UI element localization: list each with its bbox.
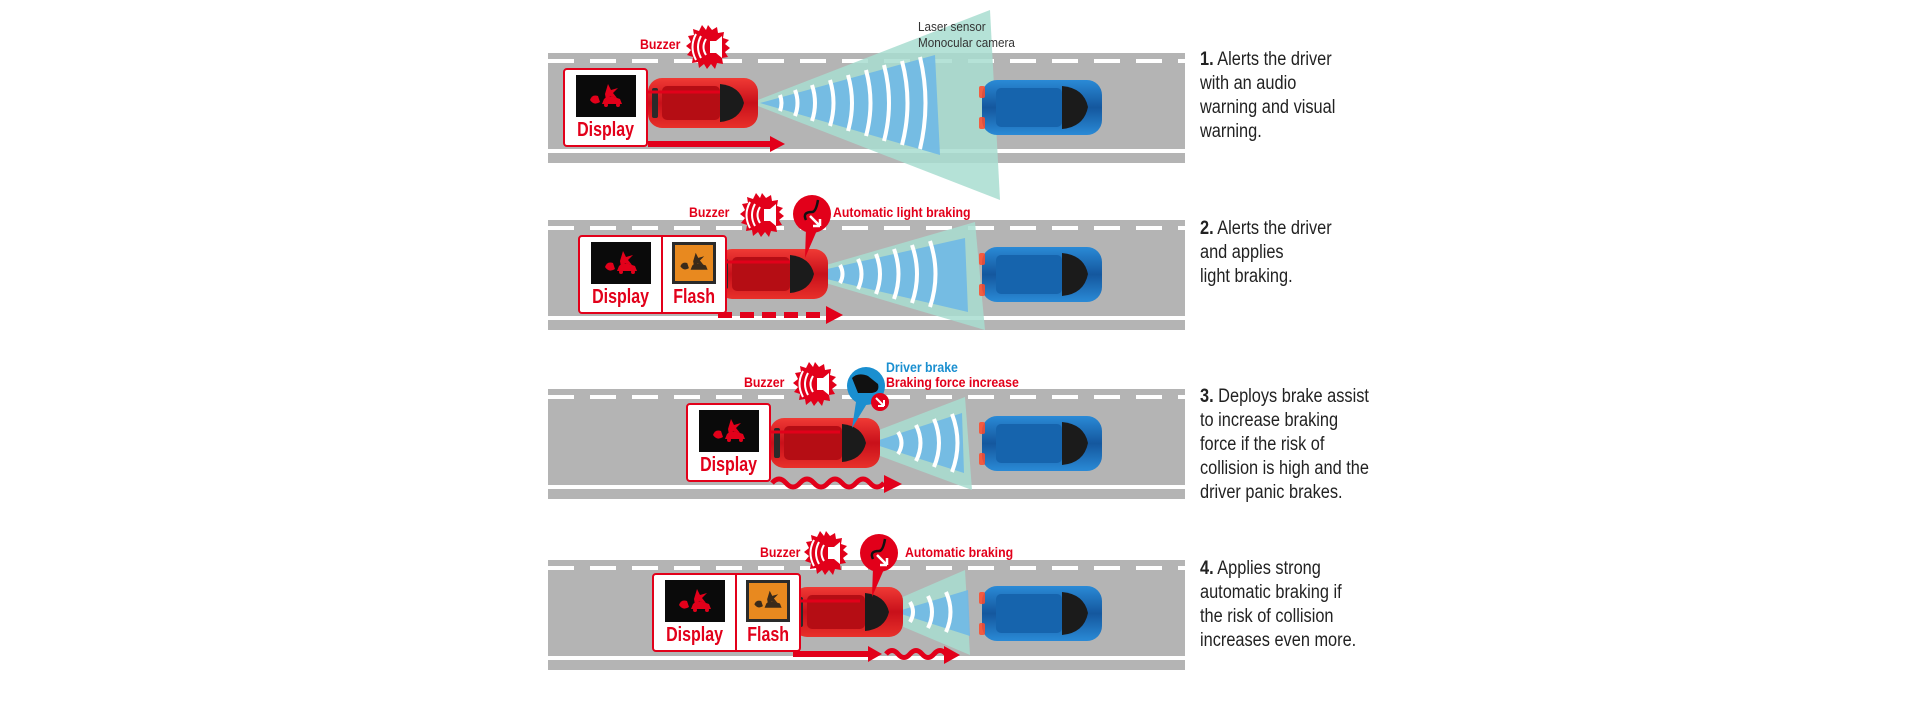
lane-dashes: [548, 566, 1185, 570]
desc-line: automatic braking if: [1200, 582, 1342, 603]
display-label: Display: [666, 624, 724, 646]
desc-line: Alerts the driver: [1217, 49, 1332, 70]
sensor-label-camera: Monocular camera: [918, 35, 1015, 50]
automatic-braking-label: Automatic braking: [905, 544, 1014, 560]
collision-warning-icon: [575, 75, 636, 117]
brake-pedal-icon: [791, 193, 833, 235]
motion-arrow-solid: [648, 136, 785, 152]
own-car-step-4: [793, 587, 903, 637]
buzzer-icon: [685, 24, 731, 70]
callout-pointer: [805, 228, 818, 258]
desc-line: Alerts the driver: [1217, 218, 1332, 239]
desc-line: to increase braking: [1200, 410, 1339, 431]
step-number: 1.: [1200, 49, 1214, 70]
desc-line: with an audio: [1200, 73, 1297, 94]
flash-cell: Flash: [661, 237, 725, 312]
lead-car-step-3: [979, 416, 1102, 471]
display-label: Display: [577, 119, 635, 141]
display-label: Display: [592, 286, 650, 308]
own-car-step-1: [648, 78, 758, 128]
flash-label: Flash: [673, 286, 716, 308]
desc-line: collision is high and the: [1200, 458, 1369, 479]
collision-flash-icon: [672, 242, 717, 284]
own-car-step-3: [770, 418, 880, 468]
display-cell: Display: [580, 237, 661, 312]
buzzer-label: Buzzer: [640, 36, 681, 52]
dashboard-panel-step-4: Display Flash: [652, 573, 802, 652]
motion-arrow-solid-then-wavy: [793, 646, 960, 664]
collision-flash-icon: [746, 580, 791, 622]
desc-line: light braking.: [1200, 266, 1293, 287]
brake-force-arrow-icon: [871, 393, 889, 411]
desc-line: Applies strong: [1217, 558, 1321, 579]
lane-dashes: [548, 226, 1185, 230]
road-edge-line: [548, 316, 1185, 320]
buzzer-label: Buzzer: [689, 204, 730, 220]
braking-force-increase-label: Braking force increase: [886, 374, 1019, 390]
radar-waves-step-1: [760, 55, 940, 155]
brake-pedal-icon: [858, 532, 900, 574]
desc-line: increases even more.: [1200, 630, 1357, 651]
driver-brake-label: Driver brake: [886, 359, 958, 375]
display-label: Display: [700, 454, 758, 476]
step-number: 2.: [1200, 218, 1214, 239]
flash-cell: Flash: [735, 575, 799, 650]
desc-line: warning and visual: [1200, 97, 1336, 118]
road-edge-line: [548, 656, 1185, 660]
desc-line: the risk of collision: [1200, 606, 1334, 627]
step-description-4: 4. Applies strong automatic braking if t…: [1200, 557, 1406, 653]
buzzer-icon: [792, 361, 838, 407]
collision-warning-icon: [664, 580, 725, 622]
step-description-2: 2. Alerts the driver and applies light b…: [1200, 217, 1406, 289]
lead-car-step-1: [979, 80, 1102, 135]
step-number: 3.: [1200, 386, 1214, 407]
dashboard-panel-step-3: Display: [686, 403, 772, 482]
motion-arrow-wavy: [770, 475, 902, 493]
step-number: 4.: [1200, 558, 1214, 579]
desc-line: driver panic brakes.: [1200, 482, 1343, 503]
road-edge-line: [548, 149, 1185, 153]
callout-pointer: [872, 567, 885, 597]
desc-line: Deploys brake assist: [1218, 386, 1369, 407]
radar-waves-step-2: [805, 238, 968, 312]
step-description-1: 1. Alerts the driver with an audio warni…: [1200, 48, 1406, 144]
desc-line: force if the risk of: [1200, 434, 1325, 455]
flash-label: Flash: [747, 624, 790, 646]
collision-warning-icon: [590, 242, 651, 284]
sensor-label: Laser sensor Monocular camera: [918, 19, 1015, 51]
desc-line: and applies: [1200, 242, 1284, 263]
display-cell: Display: [654, 575, 735, 650]
buzzer-icon: [803, 530, 849, 576]
desc-line: warning.: [1200, 121, 1262, 142]
display-cell: Display: [688, 405, 769, 480]
motion-arrow-dashed: [718, 306, 843, 324]
collision-warning-icon: [698, 410, 759, 452]
dashboard-panel-step-1: Display: [563, 68, 649, 147]
own-car-step-2: [718, 249, 828, 299]
lead-car-step-4: [979, 586, 1102, 641]
radar-waves-step-4: [895, 590, 970, 636]
road-edge-line: [548, 485, 1185, 489]
radar-waves-step-3: [870, 413, 964, 473]
dashboard-panel-step-2: Display Flash: [578, 235, 728, 314]
buzzer-label: Buzzer: [744, 374, 785, 390]
display-cell: Display: [565, 70, 646, 145]
lead-car-step-2: [979, 247, 1102, 302]
buzzer-label: Buzzer: [760, 544, 801, 560]
automatic-light-braking-label: Automatic light braking: [833, 204, 971, 220]
sensor-label-laser: Laser sensor: [918, 19, 986, 34]
step-description-3: 3. Deploys brake assist to increase brak…: [1200, 385, 1406, 505]
buzzer-icon: [739, 192, 785, 238]
